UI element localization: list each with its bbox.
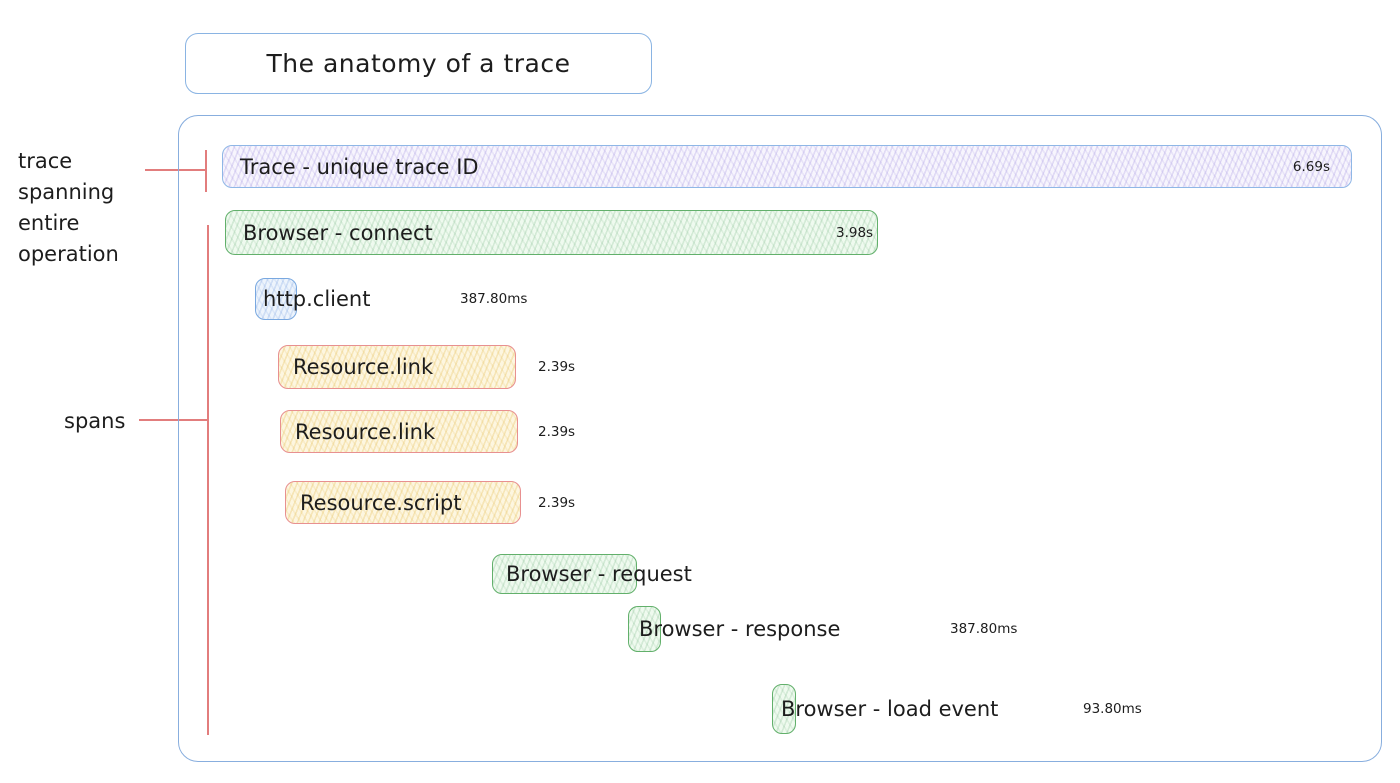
span-browser-connect: Browser - connect 3.98s (0, 210, 1400, 255)
span-resource-script: Resource.script 2.39s (0, 481, 1400, 524)
span-http-client: http.client 387.80ms (0, 278, 1400, 320)
span-http-client-bar (255, 278, 297, 320)
span-browser-connect-bar (225, 210, 878, 255)
span-resource-link-1-duration: 2.39s (538, 359, 576, 375)
span-resource-link-1-label: Resource.link (293, 355, 434, 379)
span-resource-link-2-duration: 2.39s (538, 423, 576, 440)
span-browser-load-event-bar (772, 684, 796, 734)
trace-container-box (178, 115, 1382, 762)
span-resource-script-duration: 2.39s (538, 494, 576, 511)
span-trace-bar (222, 145, 1352, 188)
span-resource-link-1: Resource.link 2.39s (0, 345, 1400, 389)
spans-bracket-line (207, 225, 209, 735)
span-browser-load-event-duration: 93.80ms (1083, 701, 1142, 717)
span-resource-link-2-label: Resource.link (295, 419, 436, 444)
span-browser-load-event: Browser - load event 93.80ms (0, 684, 1400, 734)
span-trace-duration: 6.69s (1292, 158, 1330, 175)
span-browser-request-label: Browser - request (506, 562, 692, 586)
trace-annotation-line (145, 169, 207, 171)
span-browser-request-bar (492, 554, 637, 594)
span-browser-response-duration: 387.80ms (950, 621, 1018, 637)
span-browser-response-label: Browser - response (639, 617, 841, 641)
span-http-client-label: http.client (263, 287, 371, 311)
diagram-title: The anatomy of a trace (266, 49, 571, 78)
span-browser-request: Browser - request (0, 554, 1400, 594)
span-browser-connect-duration: 3.98s (836, 224, 874, 241)
span-browser-response-bar (628, 606, 661, 652)
span-browser-connect-label: Browser - connect (243, 220, 433, 245)
span-browser-load-event-label: Browser - load event (781, 697, 999, 721)
span-resource-link-2: Resource.link 2.39s (0, 410, 1400, 453)
span-browser-response: Browser - response 387.80ms (0, 606, 1400, 652)
span-trace: Trace - unique trace ID 6.69s (0, 145, 1400, 188)
span-resource-link-1-bar (278, 345, 516, 389)
span-resource-link-2-bar (280, 410, 518, 453)
spans-annotation-line (139, 419, 208, 421)
span-http-client-duration: 387.80ms (460, 291, 528, 307)
trace-annotation: trace spanning entire operation (18, 149, 119, 266)
diagram-title-box: The anatomy of a trace (185, 33, 652, 94)
span-resource-script-bar (285, 481, 521, 524)
spans-annotation: spans (64, 409, 126, 433)
trace-annotation-tick (205, 150, 207, 192)
span-trace-label: Trace - unique trace ID (240, 154, 479, 179)
span-resource-script-label: Resource.script (300, 490, 462, 515)
